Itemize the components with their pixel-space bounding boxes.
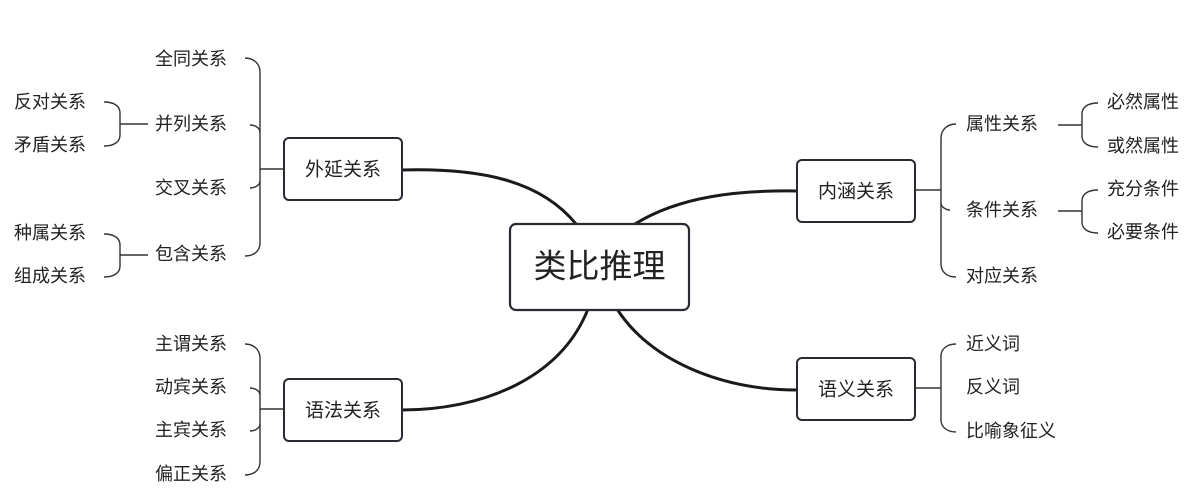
extension-bracket: [244, 57, 261, 257]
semantic-node-label: 语义关系: [818, 379, 894, 401]
extension-item-4: 包含关系: [155, 244, 227, 265]
grammar-item-4: 偏正关系: [155, 464, 227, 485]
connector-center-semantic: [615, 308, 798, 392]
grammar-tick-2: [249, 387, 261, 396]
extension-tick-2: [249, 124, 261, 133]
branch-extension: 外延关系 全同关系 并列关系 交叉关系 包含关系 反对关系 矛盾关系 种属关系 …: [14, 49, 403, 287]
semantic-node-box[interactable]: [796, 357, 916, 421]
intension-bracket: [940, 123, 957, 278]
containment-sub-item-2: 组成关系: [14, 266, 86, 287]
intension-item-1: 属性关系: [966, 114, 1038, 135]
attribute-sub-bracket: [1081, 102, 1099, 148]
containment-sub-bracket: [103, 233, 121, 278]
attribute-sub-item-1: 必然属性: [1107, 92, 1179, 113]
grammar-item-2: 动宾关系: [155, 377, 227, 398]
containment-sub-item-1: 种属关系: [14, 223, 86, 244]
extension-node-label: 外延关系: [305, 159, 381, 181]
connector-center-intension: [634, 189, 798, 226]
condition-sub-item-1: 充分条件: [1107, 179, 1179, 200]
central-node-box: [508, 222, 691, 312]
grammar-bracket: [244, 343, 261, 476]
intension-tick-2: [940, 202, 951, 211]
attribute-sub-item-2: 或然属性: [1107, 136, 1179, 157]
intension-item-2: 条件关系: [966, 200, 1038, 221]
branch-grammar: 语法关系 主谓关系 动宾关系 主宾关系 偏正关系: [155, 334, 403, 485]
grammar-item-1: 主谓关系: [155, 334, 227, 355]
intension-item-3: 对应关系: [966, 266, 1038, 287]
central-node[interactable]: 类比推理: [508, 222, 691, 312]
intension-node-label: 内涵关系: [818, 181, 894, 203]
parallel-sub-item-2: 矛盾关系: [14, 135, 86, 156]
semantic-bracket: [940, 343, 957, 433]
connector-center-grammar: [401, 308, 590, 412]
grammar-tick-3: [249, 423, 261, 432]
condition-sub-item-2: 必要条件: [1107, 222, 1179, 243]
semantic-item-3: 比喻象征义: [966, 421, 1056, 442]
grammar-item-3: 主宾关系: [155, 420, 227, 441]
extension-item-3: 交叉关系: [155, 178, 227, 199]
intension-node-box[interactable]: [796, 159, 916, 223]
semantic-item-1: 近义词: [966, 334, 1020, 355]
condition-sub-bracket: [1081, 189, 1099, 234]
branch-intension: 内涵关系 属性关系 条件关系 对应关系 必然属性 或然属性 充分条件 必要条件: [796, 92, 1179, 287]
parallel-sub-item-1: 反对关系: [14, 92, 86, 113]
grammar-node-label: 语法关系: [305, 400, 381, 422]
extension-tick-3: [249, 180, 261, 189]
extension-item-1: 全同关系: [155, 49, 227, 70]
parallel-sub-bracket: [103, 101, 121, 147]
semantic-item-2: 反义词: [966, 377, 1020, 398]
central-node-label: 类比推理: [534, 247, 666, 286]
grammar-node-box[interactable]: [283, 378, 403, 442]
connector-center-extension: [401, 168, 578, 225]
branch-semantic: 语义关系 近义词 反义词 比喻象征义: [796, 334, 1056, 442]
extension-item-2: 并列关系: [155, 114, 227, 135]
